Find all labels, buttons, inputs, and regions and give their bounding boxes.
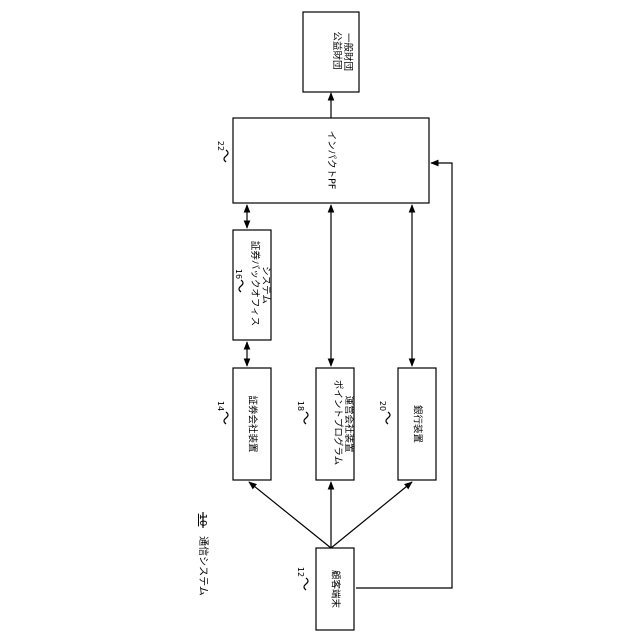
arrow-terminal-bank (331, 482, 412, 548)
ref-22: 22 (216, 141, 225, 151)
leader-20 (386, 412, 390, 424)
leader-12 (304, 578, 308, 590)
ref-20: 20 (378, 401, 387, 411)
arrow-terminal-securities (249, 482, 331, 548)
system-title: 通信システム (197, 536, 209, 596)
foundation-label: 公益財団 一般財団 (331, 31, 354, 72)
ref-18: 18 (296, 401, 305, 411)
ref-14: 14 (216, 401, 225, 411)
ref-16: 16 (234, 269, 243, 279)
leader-18 (304, 412, 308, 424)
securities-device-label: 証券会社装置 (247, 395, 259, 452)
customer-terminal-label: 顧客端末 (330, 570, 342, 609)
ref-12: 12 (296, 567, 305, 577)
leader-22 (224, 150, 228, 162)
impact-pf-label: インパクトPF (326, 131, 337, 190)
leader-14 (224, 412, 228, 424)
bank-device-label: 銀行装置 (412, 405, 424, 443)
